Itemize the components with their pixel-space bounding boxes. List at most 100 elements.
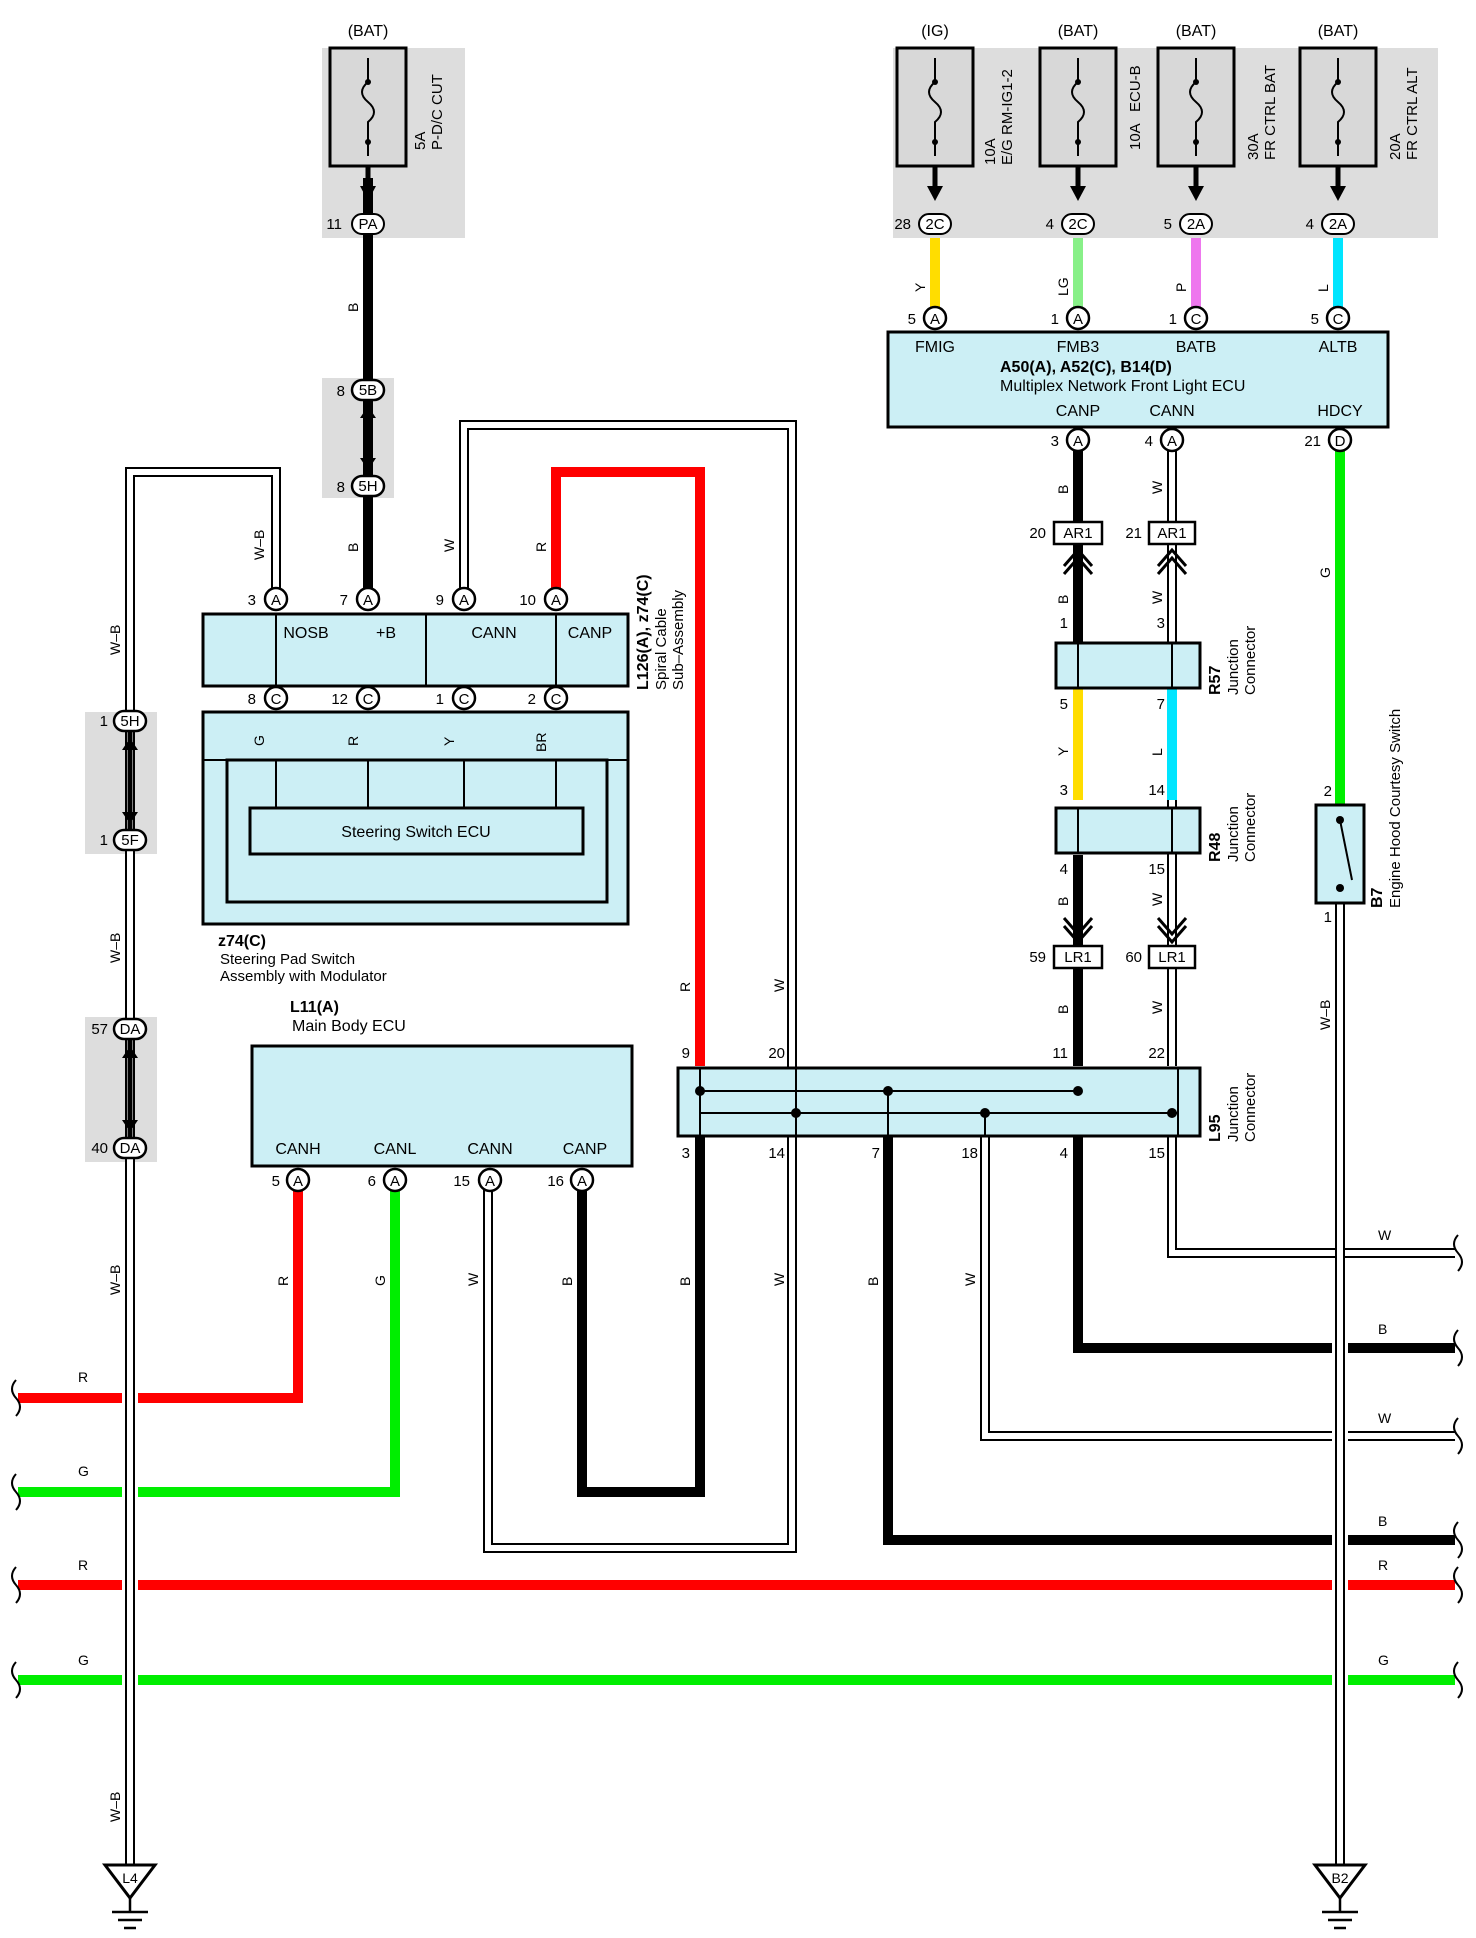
svg-text:Y: Y (1055, 746, 1071, 756)
spiral-pins: 3 A 7 A 9 A 10 A 8 C 12 C 1 C 2 C (248, 586, 569, 711)
svg-text:G: G (372, 1275, 388, 1286)
spiral-ref: L126(A), z74(C) (635, 574, 652, 690)
main-ecu-pins: 5 A 6 A 15 A 16 A (272, 1167, 595, 1193)
svg-text:A: A (1073, 433, 1083, 450)
svg-text:5H: 5H (120, 713, 139, 730)
svg-text:20: 20 (1029, 525, 1046, 542)
svg-text:9: 9 (682, 1045, 690, 1062)
svg-text:5A: 5A (412, 132, 429, 150)
svg-text:W: W (1149, 590, 1165, 604)
svg-text:8: 8 (337, 479, 345, 496)
svg-text:Y: Y (912, 282, 928, 292)
continuation-marks (11, 1234, 1463, 1699)
svg-text:11: 11 (326, 216, 342, 233)
svg-text:CANL: CANL (374, 1141, 417, 1158)
svg-text:ECU-B: ECU-B (1127, 65, 1144, 112)
svg-text:FMIG: FMIG (915, 339, 955, 356)
svg-text:57: 57 (91, 1021, 108, 1038)
svg-text:B: B (677, 1277, 693, 1286)
svg-text:R: R (677, 982, 693, 992)
svg-text:2C: 2C (1068, 216, 1087, 233)
svg-text:DA: DA (120, 1140, 141, 1157)
svg-text:14: 14 (1148, 782, 1165, 799)
svg-text:Sub–Assembly: Sub–Assembly (670, 589, 687, 690)
svg-text:A: A (459, 592, 469, 609)
svg-text:C: C (363, 691, 374, 708)
svg-text:Connector: Connector (1242, 793, 1259, 862)
svg-text:14: 14 (768, 1145, 785, 1162)
svg-text:5: 5 (908, 311, 916, 328)
svg-text:A: A (363, 592, 373, 609)
svg-text:7: 7 (872, 1145, 880, 1162)
white-wires (125, 420, 1455, 1865)
svg-text:11: 11 (1052, 1045, 1068, 1062)
svg-text:2: 2 (1324, 783, 1332, 800)
svg-text:30A: 30A (1245, 133, 1262, 160)
svg-text:R: R (78, 1369, 88, 1385)
svg-text:L: L (1315, 284, 1331, 292)
svg-text:B: B (1055, 595, 1071, 604)
svg-text:W–B: W–B (1317, 1000, 1333, 1030)
svg-text:HDCY: HDCY (1317, 403, 1363, 420)
svg-text:W: W (771, 978, 787, 992)
svg-text:W–B: W–B (251, 530, 267, 560)
svg-text:5B: 5B (359, 382, 377, 399)
svg-text:E/G RM-IG1-2: E/G RM-IG1-2 (999, 69, 1016, 165)
ground-l4: L4 (101, 1863, 159, 1930)
svg-text:CANP: CANP (563, 1141, 607, 1158)
svg-text:3: 3 (1051, 433, 1059, 450)
svg-text:AR1: AR1 (1063, 525, 1092, 542)
svg-text:(BAT): (BAT) (1318, 23, 1359, 40)
svg-text:W: W (1149, 480, 1165, 494)
svg-text:CANN: CANN (1149, 403, 1194, 420)
svg-text:6: 6 (368, 1173, 376, 1190)
svg-text:8: 8 (248, 691, 256, 708)
svg-text:W: W (1149, 1000, 1165, 1014)
svg-text:(BAT): (BAT) (1058, 23, 1099, 40)
svg-text:W: W (465, 1272, 481, 1286)
fuse-ecub: (BAT) 10A ECU-B (1038, 23, 1144, 168)
spiral-cable: NOSB +B CANN CANP L126(A), z74(C) Spiral… (201, 574, 687, 690)
svg-text:CANP: CANP (568, 625, 612, 642)
svg-text:FMB3: FMB3 (1057, 339, 1100, 356)
svg-text:C: C (271, 691, 282, 708)
svg-text:R: R (275, 1276, 291, 1286)
front-ecu-pins: 5 A 1 A 1 C 5 C 3 A 4 A 21 D (908, 305, 1353, 453)
svg-text:1: 1 (100, 713, 108, 730)
svg-text:7: 7 (340, 592, 348, 609)
svg-text:1: 1 (436, 691, 444, 708)
svg-text:A: A (293, 1173, 303, 1190)
svg-text:C: C (459, 691, 470, 708)
fuse-arrows (360, 166, 1346, 201)
svg-text:8: 8 (337, 383, 345, 400)
svg-text:10A: 10A (1127, 123, 1144, 150)
svg-text:R: R (78, 1557, 88, 1573)
svg-text:W: W (1378, 1227, 1392, 1243)
svg-text:Junction: Junction (1225, 1086, 1242, 1142)
svg-text:W: W (1378, 1410, 1392, 1426)
svg-text:BATB: BATB (1176, 339, 1217, 356)
svg-text:28: 28 (894, 216, 911, 233)
svg-text:4: 4 (1145, 433, 1153, 450)
svg-text:B: B (345, 303, 361, 312)
svg-text:G: G (78, 1652, 89, 1668)
svg-text:2A: 2A (1329, 216, 1347, 233)
svg-text:A: A (577, 1173, 587, 1190)
svg-text:B: B (559, 1277, 575, 1286)
front-light-ecu: FMIG FMB3 BATB ALTB A50(A), A52(C), B14(… (886, 330, 1390, 429)
svg-text:15: 15 (453, 1173, 470, 1190)
svg-text:3: 3 (248, 592, 256, 609)
main-ecu-ref: L11(A) (290, 999, 339, 1016)
svg-text:Steering Pad Switch: Steering Pad Switch (220, 951, 355, 968)
svg-text:Connector: Connector (1242, 1073, 1259, 1142)
svg-text:1: 1 (100, 832, 108, 849)
svg-text:G: G (78, 1463, 89, 1479)
white-trunk-overlays (122, 1330, 1348, 1700)
svg-text:2A: 2A (1187, 216, 1205, 233)
wire-color-labels: B B W–B W R W–B W–B W–B W–B G R Y BR R W… (78, 277, 1392, 1822)
svg-text:5H: 5H (358, 478, 377, 495)
svg-text:B: B (865, 1277, 881, 1286)
svg-text:Connector: Connector (1242, 626, 1259, 695)
svg-text:C: C (1333, 311, 1344, 328)
